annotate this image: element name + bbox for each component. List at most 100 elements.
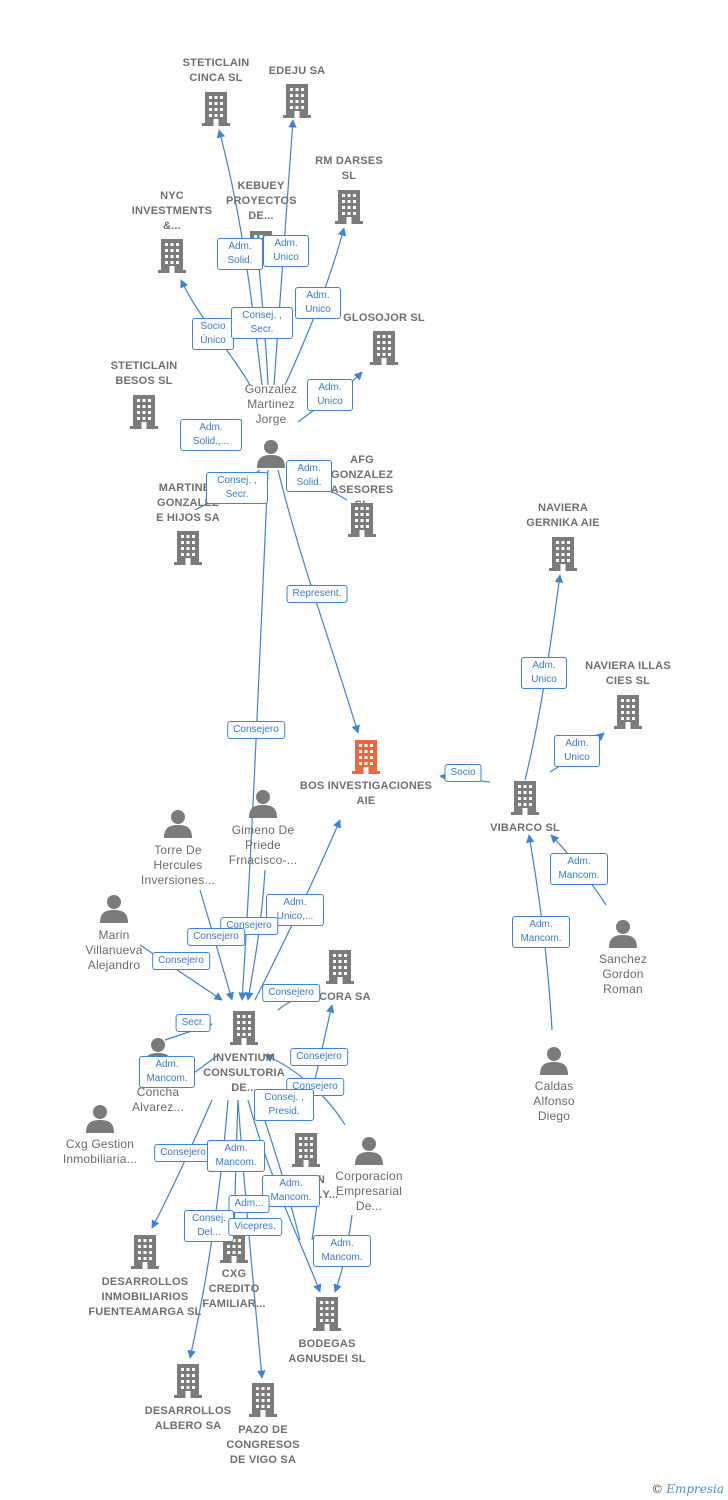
edge-label[interactable]: Represent. [286,585,348,603]
company-glosojor[interactable]: GLOSOJOR SL [324,311,444,369]
company-label: ...CORA SA [309,991,371,1003]
edge-label[interactable]: Vicepres. [228,1218,282,1236]
company-label: BODEGAS AGNUSDEI SL [288,1338,366,1365]
person-gimeno[interactable]: Gimeno De Priede Frnacisco-... [203,788,323,872]
person-corporacion-empresarial[interactable]: Corporacion Empresarial De... [309,1135,429,1217]
edge-label[interactable]: Adm. Solid. [217,238,263,270]
company-label: INVENTIUM CONSULTORIA DE... [203,1052,285,1094]
edge-label[interactable]: Adm. Mancom. [313,1235,371,1267]
company-label: VIBARCO SL [490,822,560,834]
edge-label[interactable]: Adm. Mancom. [512,916,570,948]
company-steticlain-besos[interactable]: STETICLAIN BESOS SL [84,359,204,431]
edge-label[interactable]: Consejero [152,952,210,970]
building-icon [283,84,311,118]
edge-label[interactable]: Adm. Unico [307,379,353,411]
person-marin[interactable]: Marin Villanueva Alejandro [54,893,174,975]
person-label: Marin Villanueva Alejandro [85,928,143,972]
edge-label[interactable]: Secr. [175,1014,211,1032]
building-icon [335,190,363,224]
edge-label[interactable]: Adm. Mancom. [139,1056,195,1088]
building-icon [326,950,354,984]
company-pazo-congresos[interactable]: PAZO DE CONGRESOS DE VIGO SA [203,1383,323,1471]
building-icon [158,239,186,273]
company-label: PAZO DE CONGRESOS DE VIGO SA [226,1424,300,1466]
main-company-label: BOS INVESTIGACIONES AIE [299,780,433,807]
company-label: DESARROLLOS ALBERO SA [144,1405,232,1432]
building-icon [174,531,202,565]
company-rm-darses[interactable]: RM DARSES SL [289,154,409,226]
company-naviera-gernika[interactable]: NAVIERA GERNIKA AIE [503,501,623,573]
company-steticlain-cinca[interactable]: STETICLAIN CINCA SL [156,56,276,130]
company-desarrollos-albero[interactable]: DESARROLLOS ALBERO SA [128,1364,248,1438]
building-icon [313,1297,341,1331]
edge-label[interactable]: Consej. , Presid. [254,1089,314,1121]
company-label: MARTINEZ GONZALEZ E HIJOS SA [156,482,220,524]
person-torre-hercules[interactable]: Torre De Hercules Inversiones... [118,808,238,890]
edge-label[interactable]: Adm. Mancom. [262,1175,320,1207]
building-icon [131,1235,159,1269]
company-label: NAVIERA ILLAS CIES SL [585,660,671,687]
building-icon [614,695,642,729]
edge-label[interactable]: Adm. Solid. [286,460,332,492]
company-desarrollos-fuenteamarga[interactable]: DESARROLLOS INMOBILIARIOS FUENTEAMARGA S… [85,1235,205,1325]
company-afg[interactable]: AFG GONZALEZ ASESORES SL [302,453,422,539]
edge-label[interactable]: Adm. Unico [295,287,341,319]
edge-label[interactable]: Consej. , Secr. [231,307,293,339]
edge-label[interactable]: Consej. Del... [184,1210,234,1242]
company-label: NAVIERA GERNIKA AIE [526,502,600,529]
edge-label[interactable]: Consejero [154,1144,212,1162]
edge-label[interactable]: Adm. Unico [521,657,567,689]
company-cxg-credito[interactable]: CXG CREDITO FAMILIAR... [174,1229,294,1313]
person-label: Corporacion Empresarial De... [335,1169,403,1213]
company-martinez-hijos[interactable]: MARTINEZ GONZALEZ E HIJOS SA [128,481,248,567]
edge-label[interactable]: Adm. Unico [554,735,600,767]
building-icon [202,92,230,126]
main-company-bos[interactable]: BOS INVESTIGACIONES AIE [300,740,432,810]
edge-label[interactable]: Consejero [187,928,245,946]
company-naviera-illas[interactable]: NAVIERA ILLAS CIES SL [568,659,688,731]
copyright-symbol: © [651,1482,664,1496]
footer-brand[interactable]: ©Empresia [651,1482,724,1496]
edge-label[interactable]: Adm. Mancom. [550,853,608,885]
company-label: NYC INVESTMENTS &... [131,190,213,232]
edge-label[interactable]: Adm. Solid.,... [180,419,242,451]
building-icon [130,395,158,429]
edge-label[interactable]: Adm. Unico [263,235,309,267]
company-kebuey[interactable]: KEBUEY PROYECTOS DE... [201,179,321,259]
building-icon [370,331,398,365]
building-icon [249,1383,277,1417]
person-label: Caldas Alfonso Diego [533,1079,575,1123]
person-caldas[interactable]: Caldas Alfonso Diego [494,1045,614,1127]
person-icon [256,438,286,468]
company-edeju[interactable]: EDEJU SA [237,64,357,124]
person-label: Gonzalez Martinez Jorge [244,382,298,426]
company-inventium[interactable]: INVENTIUM CONSULTORIA DE... [184,1011,304,1101]
person-sanchez-gordon[interactable]: Sanchez Gordon Roman [563,918,683,1000]
person-icon [99,893,129,923]
edge-label[interactable]: Adm... [228,1195,270,1213]
person-icon [85,1103,115,1133]
edge-label[interactable]: Consejero [227,721,285,739]
edge-label[interactable]: Consejero [290,1048,348,1066]
person-cxg-gestion[interactable]: Cxg Gestion Inmobiliaria... [40,1103,160,1185]
company-cora[interactable]: ...CORA SA [280,950,400,1006]
edge-label[interactable]: Socio [444,764,482,782]
company-label: KEBUEY PROYECTOS DE... [226,180,297,222]
company-nyc-investments[interactable]: NYC INVESTMENTS &... [112,189,232,275]
edge-label[interactable]: Consejero [262,984,320,1002]
person-gonzalez-martinez[interactable]: Gonzalez Martinez Jorge [211,382,331,472]
person-icon [539,1045,569,1075]
building-icon [230,1011,258,1045]
company-bodegas-agnusdei[interactable]: BODEGAS AGNUSDEI SL [267,1297,387,1369]
edge-label[interactable]: Consej. , Secr. [206,472,268,504]
building-icon [348,503,376,537]
company-label: AFG GONZALEZ ASESORES SL [330,454,394,511]
building-icon [511,781,539,815]
edge-label[interactable]: Socio Único [192,318,234,350]
company-label: STETICLAIN CINCA SL [182,57,250,84]
edge-label[interactable]: Adm. Mancom. [207,1140,265,1172]
person-label: Cxg Gestion Inmobiliaria... [62,1137,138,1166]
person-icon [608,918,638,948]
brand-name: Empresia [666,1482,724,1496]
company-vibarco[interactable]: VIBARCO SL [465,781,585,837]
